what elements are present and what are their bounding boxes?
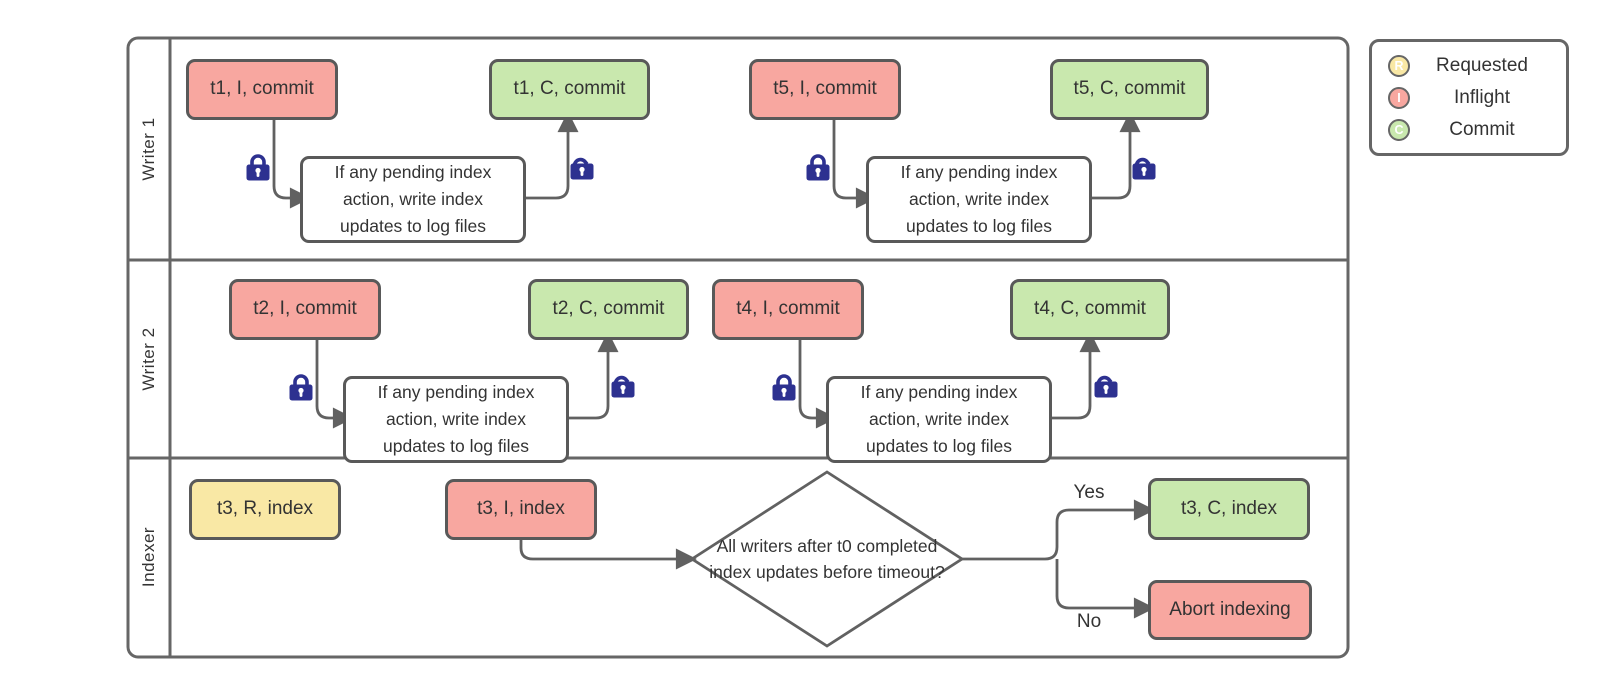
edge-decision-yes-to-t3-commit (962, 499, 1155, 561)
node-t3-commit: t3, C, index (1148, 478, 1310, 540)
node-process-4: If any pending index action, write index… (826, 376, 1052, 463)
node-t2-commit: t2, C, commit (528, 279, 689, 340)
edge-process-to-t5-commit (1092, 111, 1141, 200)
node-abort-indexing: Abort indexing (1148, 580, 1312, 640)
node-t3-requested: t3, R, index (189, 479, 341, 540)
node-t3-inflight: t3, I, index (445, 479, 597, 540)
lane-label-writer-1: Writer 1 (139, 117, 158, 181)
decision-text: All writers after t0 completed index upd… (709, 536, 945, 582)
commit-state-icon: C (1388, 118, 1410, 141)
legend-row-commit: C Commit (1388, 117, 1554, 143)
node-process-2: If any pending index action, write index… (866, 156, 1092, 243)
edge-t4-inflight-to-process (798, 340, 837, 429)
edge-t5-inflight-to-process (832, 120, 877, 209)
edge-decision-no-to-abort (1055, 559, 1155, 619)
decision-diamond (689, 470, 965, 648)
lane-label-writer-2: Writer 2 (139, 327, 158, 391)
edge-t3-inflight-to-decision (519, 540, 697, 570)
node-t1-commit: t1, C, commit (489, 59, 650, 120)
legend-label-requested: Requested (1436, 54, 1528, 76)
legend-row-inflight: I Inflight (1388, 85, 1554, 111)
node-t5-commit: t5, C, commit (1050, 59, 1209, 120)
legend-label-inflight: Inflight (1454, 86, 1510, 108)
node-t4-inflight: t4, I, commit (712, 279, 864, 340)
requested-state-icon: R (1388, 54, 1410, 77)
node-t5-inflight: t5, I, commit (749, 59, 901, 120)
legend: R Requested I Inflight C Commit (1369, 39, 1569, 156)
legend-row-requested: R Requested (1388, 53, 1554, 79)
edge-t1-inflight-to-process (272, 120, 311, 209)
lane-label-indexer: Indexer (139, 526, 158, 588)
edge-process-to-t1-commit (526, 111, 579, 200)
node-process-3: If any pending index action, write index… (343, 376, 569, 463)
node-t2-inflight: t2, I, commit (229, 279, 381, 340)
inflight-state-icon: I (1388, 86, 1410, 109)
edge-process-to-t4-commit (1052, 331, 1101, 420)
edge-label-yes: Yes (1073, 482, 1105, 503)
edge-process-to-t2-commit (569, 331, 619, 420)
edge-label-no: No (1076, 611, 1102, 632)
node-process-1: If any pending index action, write index… (300, 156, 526, 243)
legend-label-commit: Commit (1449, 118, 1515, 140)
node-t4-commit: t4, C, commit (1010, 279, 1170, 340)
node-t1-inflight: t1, I, commit (186, 59, 338, 120)
edge-t2-inflight-to-process (315, 340, 354, 429)
